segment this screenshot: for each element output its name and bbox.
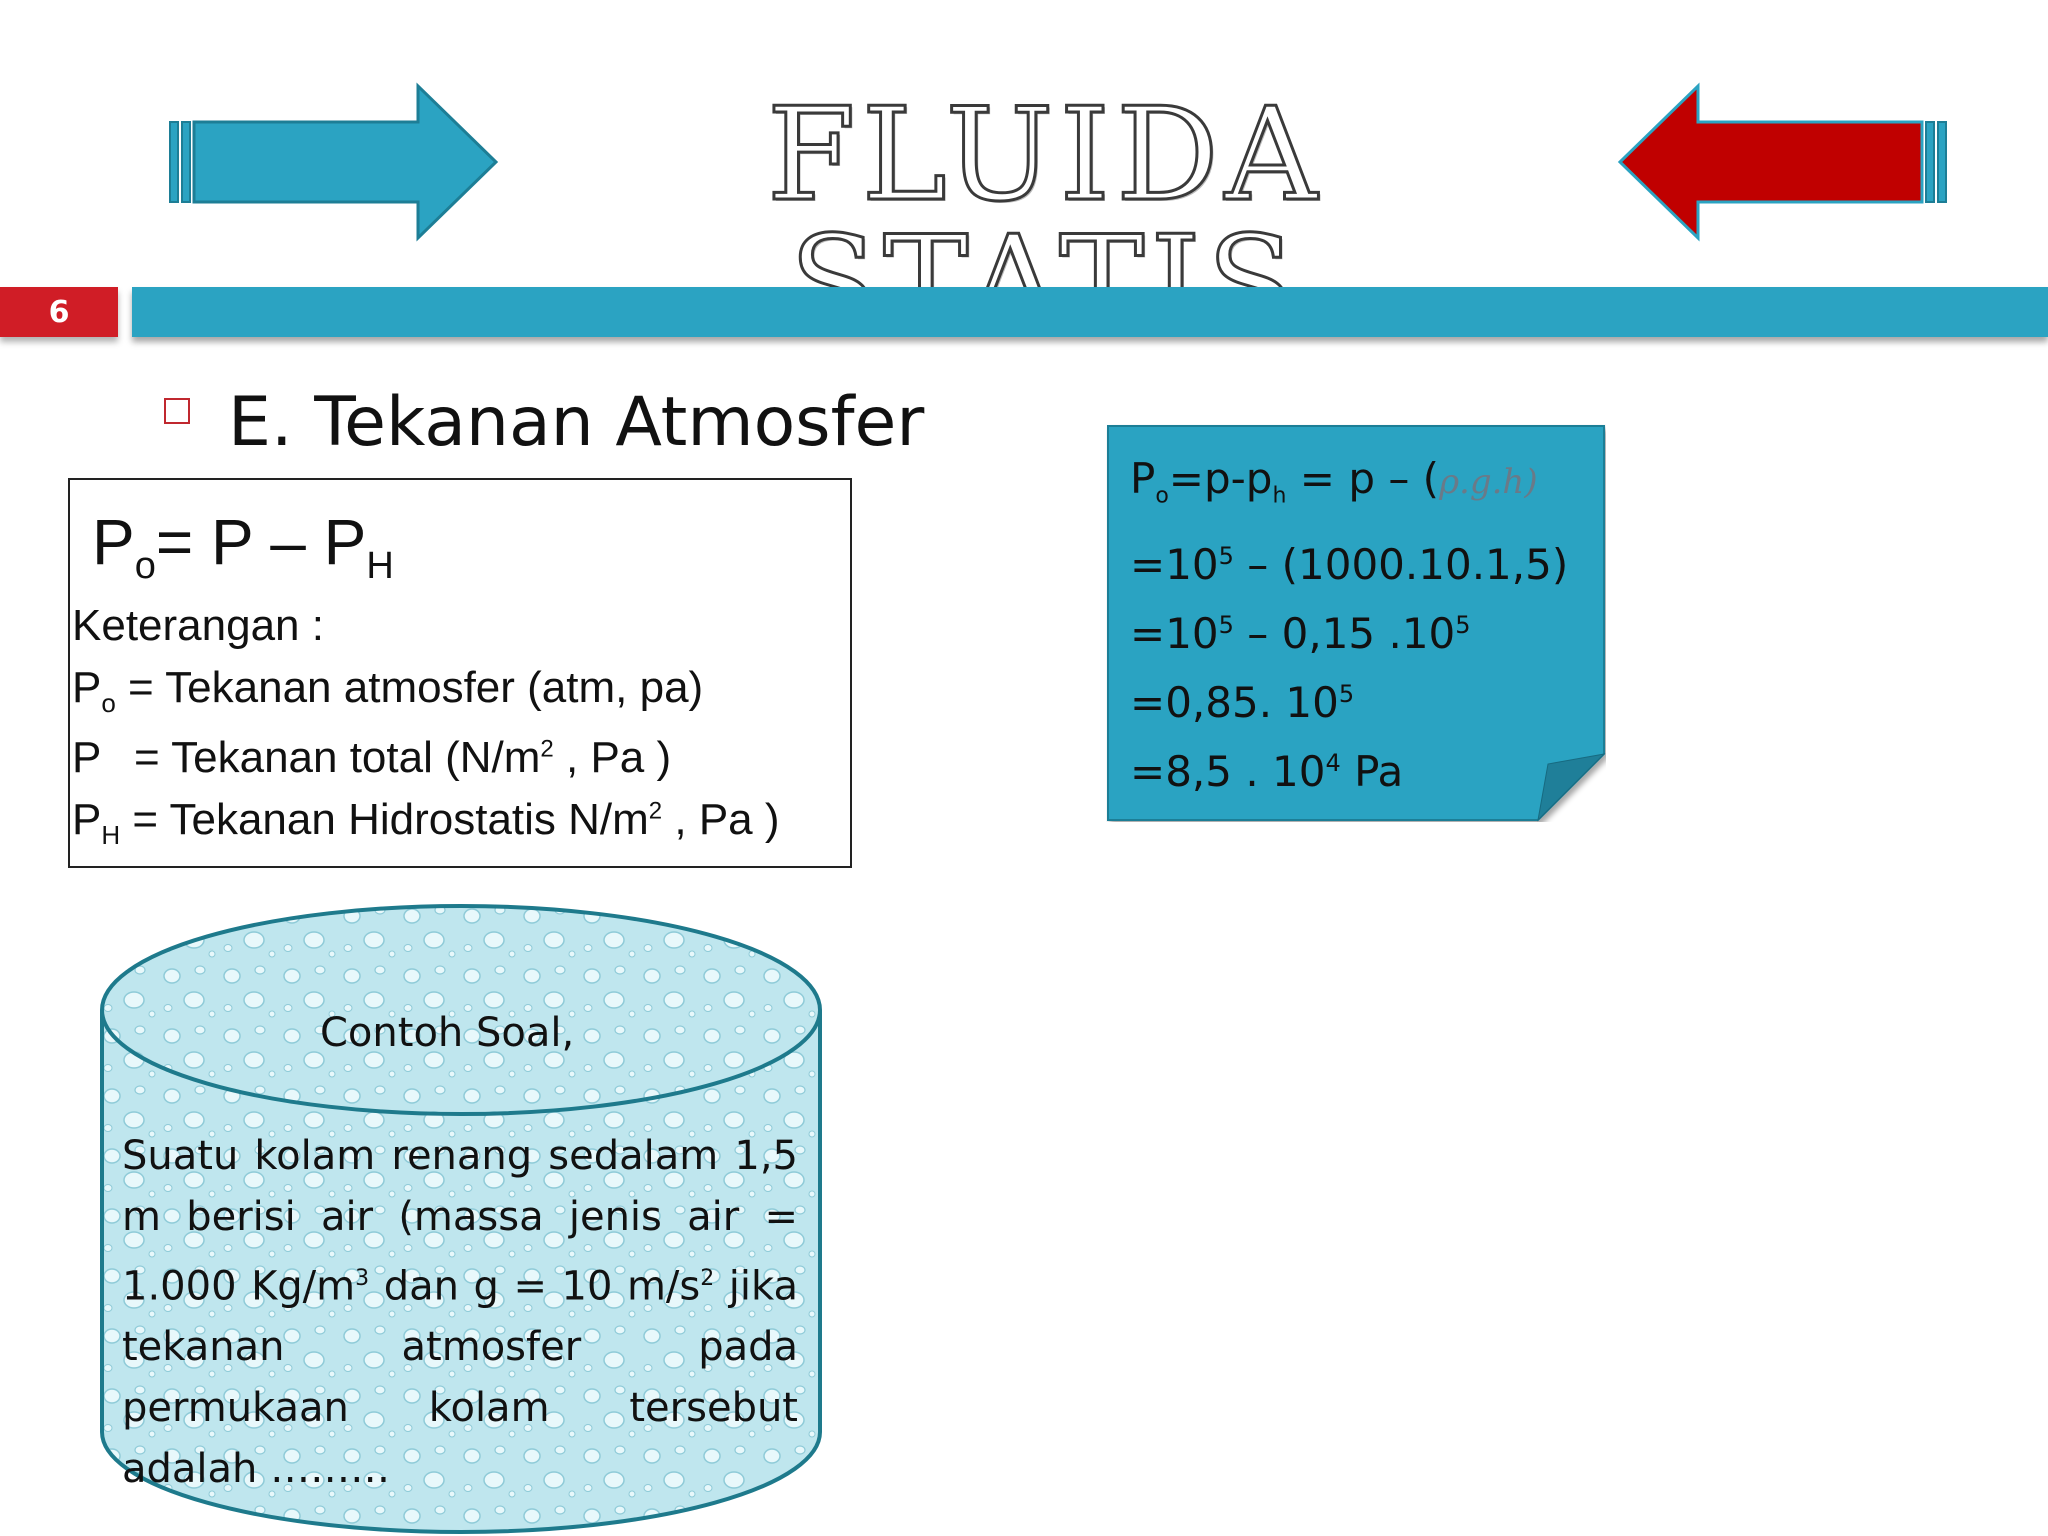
solution-line-3: =105 – 0,15 .105 xyxy=(1130,609,1471,659)
example-title: Contoh Soal, xyxy=(320,1010,575,1056)
legend-line-ph: PH = Tekanan Hidrostatis N/m2 , Pa ) xyxy=(72,795,780,850)
arrow-left-icon xyxy=(1617,82,1947,242)
bullet-square-icon xyxy=(164,398,190,424)
solution-line-1: Po=p-ph = p – (ρ.g.h) xyxy=(1130,454,1538,509)
legend-line-po: Po = Tekanan atmosfer (atm, pa) xyxy=(72,663,704,718)
keterangan-label: Keterangan : xyxy=(72,601,324,650)
solution-note-card xyxy=(1107,425,1606,822)
slide-number: 6 xyxy=(0,287,118,337)
legend-line-p: P= Tekanan total (N/m2 , Pa ) xyxy=(72,733,672,782)
header-bar xyxy=(132,287,2048,337)
solution-line-5: =8,5 . 104 Pa xyxy=(1130,747,1404,797)
solution-line-4: =0,85. 105 xyxy=(1130,678,1355,728)
formula-box: Po= P – PH Keterangan : Po = Tekanan atm… xyxy=(68,478,852,868)
example-question: Suatu kolam renang sedalam 1,5 m berisi … xyxy=(122,1133,799,1493)
solution-line-2: =105 – (1000.10.1,5) xyxy=(1130,540,1569,590)
section-heading: E. Tekanan Atmosfer xyxy=(228,383,925,462)
solution-text: Po=p-ph = p – (ρ.g.h) =105 – (1000.10.1,… xyxy=(1130,448,1568,802)
water-cylinder xyxy=(100,904,822,1534)
formula-main: Po= P – PH xyxy=(92,506,394,587)
arrow-right-icon xyxy=(169,82,499,242)
page-title: FLUIDA STATIS xyxy=(765,81,1324,358)
